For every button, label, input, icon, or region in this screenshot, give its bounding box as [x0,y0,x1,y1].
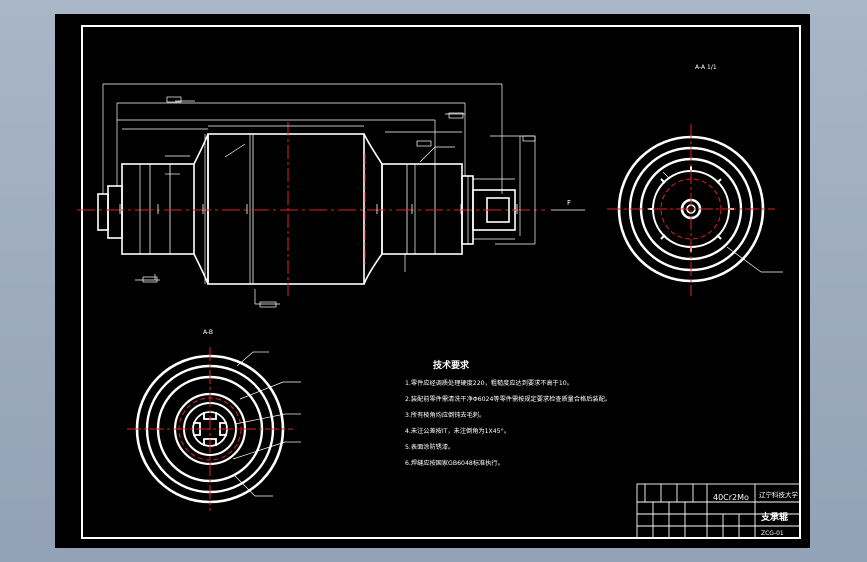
drawing-canvas: F A-A 1/1 A-B [77,25,801,539]
right-view-leaders [662,171,783,273]
tech-req-item: 6.焊缝应按国家GB6048标准执行。 [405,459,504,467]
main-leader-tags [142,96,536,308]
section-b-label: A-B [203,329,213,336]
view-marker-label: F [567,199,571,207]
scale-note: A-A 1/1 [695,64,717,71]
tech-requirements: 技术要求 1.零件应经调质处理硬度220，粗糙度应达到要求不高于10。 2.装配… [405,359,611,467]
title-block-material: 40Cr2Mo [713,493,749,502]
main-dimension-lines [102,83,536,305]
tech-req-title: 技术要求 [433,359,470,371]
tech-req-item: 2.装配前零件需清洗干净Φ6024等零件需按规定要求检查质量合格后装配。 [405,395,611,403]
outer-frame [81,25,801,539]
title-block-drawing-no: ZCG-01 [761,530,784,537]
title-block-part-name: 支承辊 [760,511,788,523]
tech-req-item: 4.未注公差按IT，未注倒角为1X45°。 [405,427,510,435]
title-block [636,483,801,539]
main-view-hidden-lines [149,134,436,284]
section-view-leaders [232,351,301,497]
tech-req-item: 3.所有棱角均应倒钝去毛刺。 [405,411,485,419]
tech-req-item: 5.表面涂防锈漆。 [405,443,454,451]
title-block-institute: 辽宁科技大学 [759,490,799,499]
main-side-view [97,133,516,285]
drawing-sheet: F A-A 1/1 A-B [55,14,810,548]
right-bolt-circle [660,178,722,240]
tech-req-item: 1.零件应经调质处理硬度220，粗糙度应达到要求不高于10。 [405,379,573,387]
main-dimension-ticks [119,204,518,214]
